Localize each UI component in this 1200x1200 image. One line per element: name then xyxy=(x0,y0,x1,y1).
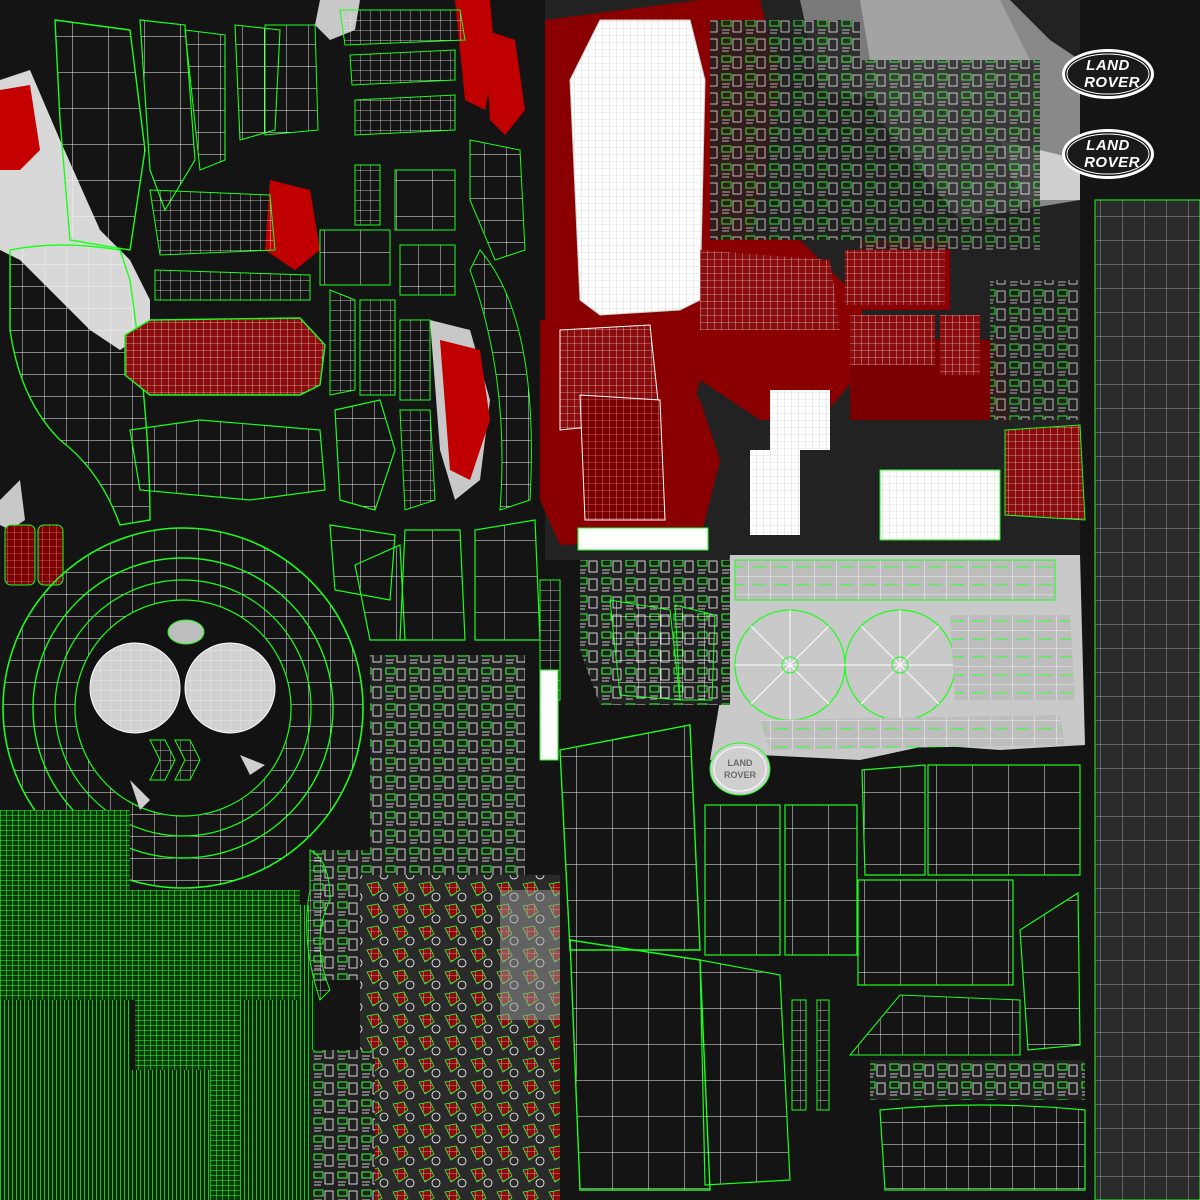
logo-small-line1: LAND xyxy=(728,758,753,768)
roof-and-interior-panels xyxy=(540,0,1086,560)
wheel-rims-area xyxy=(710,555,1085,760)
land-rover-logo-badge-top: LAND ROVER xyxy=(1060,47,1156,101)
door-panel xyxy=(54,19,146,251)
land-rover-logo-small-uv: LAND ROVER xyxy=(708,741,772,797)
logo-bottom-line2: ROVER xyxy=(1084,154,1140,171)
tail-lamp-panel xyxy=(124,317,326,396)
logo-top-line2: ROVER xyxy=(1084,74,1140,91)
logo-small-line2: ROVER xyxy=(724,770,757,780)
tyre-uv xyxy=(2,527,364,889)
land-rover-logo-badge-bottom: LAND ROVER xyxy=(1060,127,1156,181)
logo-bottom-line1: LAND xyxy=(1086,137,1130,154)
underbody-panels xyxy=(559,724,1086,1191)
side-panel-left xyxy=(9,244,151,526)
logo-top-line1: LAND xyxy=(1086,57,1130,74)
interior-parts-cluster xyxy=(0,810,315,1200)
